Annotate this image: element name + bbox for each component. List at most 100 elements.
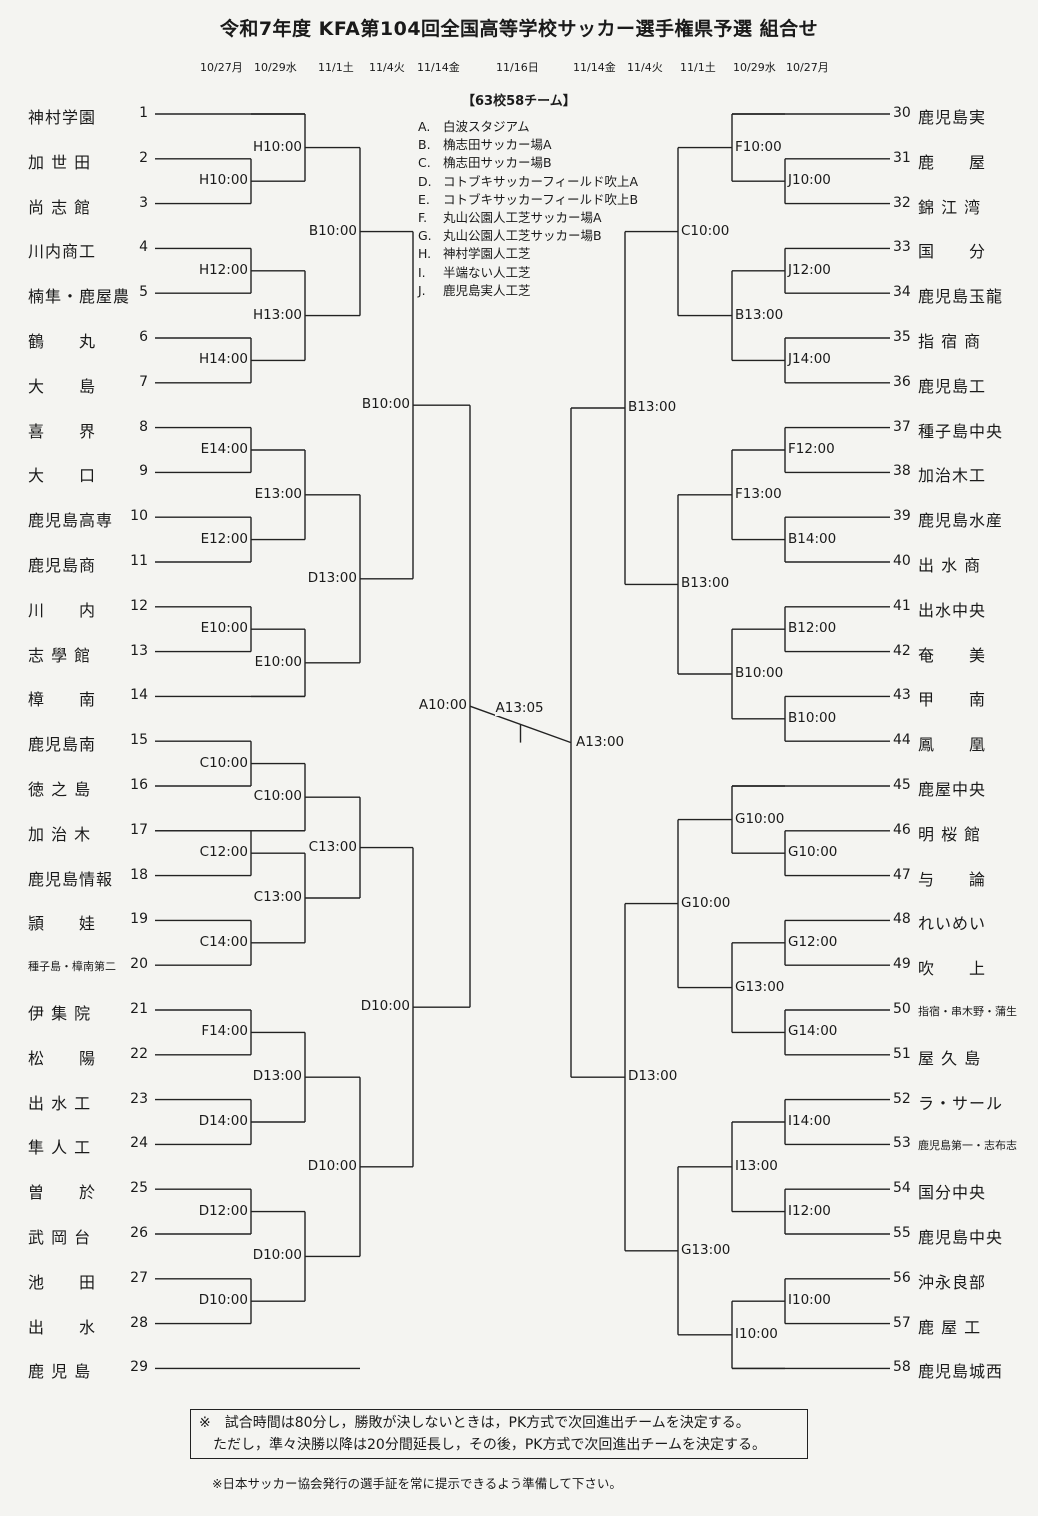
team-number: 22 xyxy=(130,1045,148,1062)
venue-item: H.神村学園人工芝 xyxy=(418,246,531,262)
team-number: 51 xyxy=(893,1045,911,1062)
match-time-label: J10:00 xyxy=(787,172,832,189)
match-time-label: D13:00 xyxy=(627,1068,679,1085)
match-time-label: I14:00 xyxy=(787,1113,832,1129)
team-number: 24 xyxy=(130,1135,148,1152)
team-number: 1 xyxy=(139,105,148,121)
team-name: 出水中央 xyxy=(918,600,987,620)
team-name: 鹿児島高専 xyxy=(28,511,114,531)
team-name: 鳳 凰 xyxy=(918,735,987,755)
team-number: 43 xyxy=(893,687,911,704)
match-time-label: G10:00 xyxy=(734,810,786,827)
team-number: 10 xyxy=(130,508,148,525)
team-name: 池 田 xyxy=(28,1272,97,1292)
team-number: 39 xyxy=(893,508,911,525)
match-time-label: C10:00 xyxy=(252,788,303,805)
match-time-label: D13:00 xyxy=(251,1068,303,1085)
footer-note: ※日本サッカー協会発行の選手証を常に提示できるよう準備して下さい。 xyxy=(212,1476,622,1491)
match-time-label: F12:00 xyxy=(787,441,836,457)
team-name: 鶴 丸 xyxy=(28,332,97,351)
match-time-label: B10:00 xyxy=(734,665,785,681)
team-name: 鹿児島玉龍 xyxy=(918,287,1004,307)
round-date: 11/4火 xyxy=(627,61,663,74)
venue-item: J.鹿児島実人工芝 xyxy=(418,282,531,298)
venue-item: F.丸山公園人工芝サッカー場A xyxy=(418,210,602,226)
team-name: 尚 志 館 xyxy=(28,197,92,217)
match-time-label: H12:00 xyxy=(197,261,249,278)
match-time-label: B13:00 xyxy=(734,306,785,323)
team-number: 35 xyxy=(893,329,911,345)
match-time-label: I12:00 xyxy=(787,1202,832,1219)
team-number: 15 xyxy=(130,732,148,749)
venue-item: G.丸山公園人工芝サッカー場B xyxy=(418,228,602,244)
team-name: ラ・サール xyxy=(918,1093,1004,1113)
team-name: 伊 集 院 xyxy=(28,1004,92,1023)
team-name: 指 宿 商 xyxy=(918,332,982,351)
team-number: 56 xyxy=(893,1269,911,1286)
round-date: 11/14金 xyxy=(417,61,460,74)
match-time-label: C10:00 xyxy=(198,754,249,771)
team-number: 37 xyxy=(893,418,911,435)
team-number: 28 xyxy=(130,1314,148,1331)
team-number: 8 xyxy=(139,418,148,435)
note-line-2: ただし，準々決勝以降は20分間延長し，その後，PK方式で次回進出チームを決定する… xyxy=(213,1437,767,1453)
match-time-label: B13:00 xyxy=(627,399,678,415)
team-number: 34 xyxy=(893,284,911,301)
team-number: 42 xyxy=(893,642,911,659)
venue-item: A.白波スタジアム xyxy=(418,119,530,134)
note-line-1: ※ 試合時間は80分し，勝敗が決しないときは，PK方式で次回進出チームを決定する… xyxy=(199,1415,750,1431)
match-time-label: C14:00 xyxy=(198,933,249,950)
team-number: 32 xyxy=(893,194,911,211)
team-name: 武 岡 台 xyxy=(28,1228,92,1247)
page-title: 令和7年度 KFA第104回全国高等学校サッカー選手権県予選 組合せ xyxy=(219,18,819,40)
match-time-label: G10:00 xyxy=(787,844,839,861)
team-count: 【63校58チーム】 xyxy=(462,94,576,109)
team-number: 40 xyxy=(893,553,911,569)
team-name: れいめい xyxy=(918,914,987,934)
team-number: 38 xyxy=(893,463,911,480)
team-name: 加 世 田 xyxy=(28,152,92,172)
match-time-label: D10:00 xyxy=(197,1292,249,1309)
team-name: 喜 界 xyxy=(28,421,97,441)
match-time-label: A13:00 xyxy=(575,733,626,750)
team-name: 錦 江 湾 xyxy=(918,197,982,217)
team-name: 種子島・樟南第二 xyxy=(28,960,116,974)
match-time-label: I13:00 xyxy=(734,1157,779,1174)
match-time-label: E13:00 xyxy=(253,485,303,502)
match-time-label: H14:00 xyxy=(197,351,249,368)
team-number: 48 xyxy=(893,911,911,928)
round-date: 11/4火 xyxy=(369,61,405,74)
team-number: 19 xyxy=(130,911,148,928)
round-date: 10/29水 xyxy=(254,61,297,74)
team-name: 種子島中央 xyxy=(918,421,1004,441)
team-name: 鹿児島中央 xyxy=(918,1228,1004,1247)
team-name: 奄 美 xyxy=(918,645,987,665)
team-name: 加治木工 xyxy=(918,466,987,486)
match-time-label: C13:00 xyxy=(307,838,358,855)
team-number: 54 xyxy=(893,1180,911,1197)
team-name: 鹿児島水産 xyxy=(918,511,1004,531)
match-time-label: C12:00 xyxy=(198,844,249,861)
team-name: 曽 於 xyxy=(28,1183,97,1203)
team-number: 11 xyxy=(130,553,148,569)
team-name: 志 學 館 xyxy=(28,645,92,665)
team-number: 14 xyxy=(130,687,148,704)
match-time-label: F10:00 xyxy=(734,138,783,155)
team-number: 44 xyxy=(893,732,911,749)
team-name: 鹿 児 島 xyxy=(28,1362,92,1382)
match-time-label: G13:00 xyxy=(734,978,786,995)
match-time-label: H13:00 xyxy=(251,306,303,323)
round-date: 11/16日 xyxy=(496,61,539,74)
venue-item: C.桷志田サッカー場B xyxy=(418,155,552,171)
match-time-label: J14:00 xyxy=(787,351,832,368)
team-number: 47 xyxy=(893,866,911,883)
team-number: 12 xyxy=(130,597,148,614)
team-name: 大 島 xyxy=(28,376,97,396)
match-time-label: E10:00 xyxy=(199,620,249,637)
round-date: 10/29水 xyxy=(733,61,776,74)
match-time-label: C10:00 xyxy=(680,222,731,239)
match-time-label: E12:00 xyxy=(199,530,249,547)
team-name: 与 論 xyxy=(918,869,987,889)
